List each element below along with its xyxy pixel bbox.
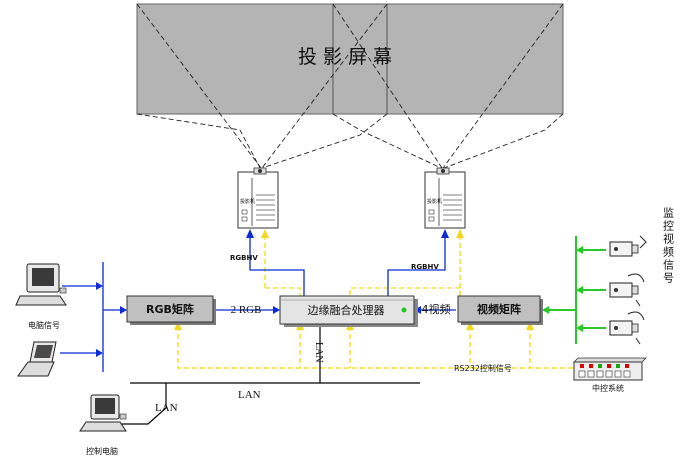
power-led-icon (401, 307, 407, 313)
laptop-icon (17, 341, 57, 377)
projection-lines-left (136, 3, 388, 169)
desktop-pc-icon (15, 263, 67, 306)
video-matrix-label: 视频矩阵 (477, 302, 521, 316)
lan-pc-label: LAN (155, 402, 178, 414)
video-matrix-box: 视频矩阵 (457, 295, 543, 325)
video-link-label: 4视频 (422, 302, 451, 316)
processor-label: 边缘融合处理器 (308, 303, 385, 317)
projector-label: 投影机 (427, 198, 442, 205)
projector-left: 投影机 (237, 167, 279, 229)
rgb-signal-lines (60, 229, 456, 372)
pc-signal-label: 电脑信号 (28, 320, 60, 330)
control-pc-icon (79, 394, 127, 432)
rgb-link-label: 2 RGB (231, 304, 262, 316)
screen-title: 投影屏幕 (298, 46, 398, 68)
lan-vertical-label: LAN (313, 342, 324, 363)
monitor-signal-label: 监控视频信号 (662, 207, 675, 285)
rgbhv-label-left: RGBHV (230, 254, 258, 262)
edge-blending-processor: 边缘融合处理器 (279, 295, 418, 327)
camera-icon (609, 235, 647, 257)
control-lines (174, 229, 578, 369)
rs232-label: RS232控制信号 (454, 363, 512, 373)
rgb-matrix-label: RGB矩阵 (146, 302, 194, 316)
camera-icon (609, 311, 645, 345)
central-control-label: 中控系统 (592, 383, 624, 393)
rgbhv-label-right: RGBHV (411, 263, 439, 271)
monitor-video-lines (542, 236, 606, 344)
projector-right: 投影机 (424, 167, 466, 229)
central-control-device: 中控系统 (573, 357, 647, 393)
projection-screen: 投影屏幕 (136, 3, 564, 115)
projector-label: 投影机 (240, 198, 255, 205)
lan-network: LAN LAN LAN (115, 326, 420, 425)
projection-lines-right (332, 3, 564, 169)
camera-icon (609, 273, 645, 307)
screen-panel-right (332, 3, 564, 115)
lan-bus-label: LAN (238, 389, 261, 401)
rgb-matrix-box: RGB矩阵 (126, 295, 216, 325)
control-pc-label: 控制电脑 (86, 446, 118, 456)
